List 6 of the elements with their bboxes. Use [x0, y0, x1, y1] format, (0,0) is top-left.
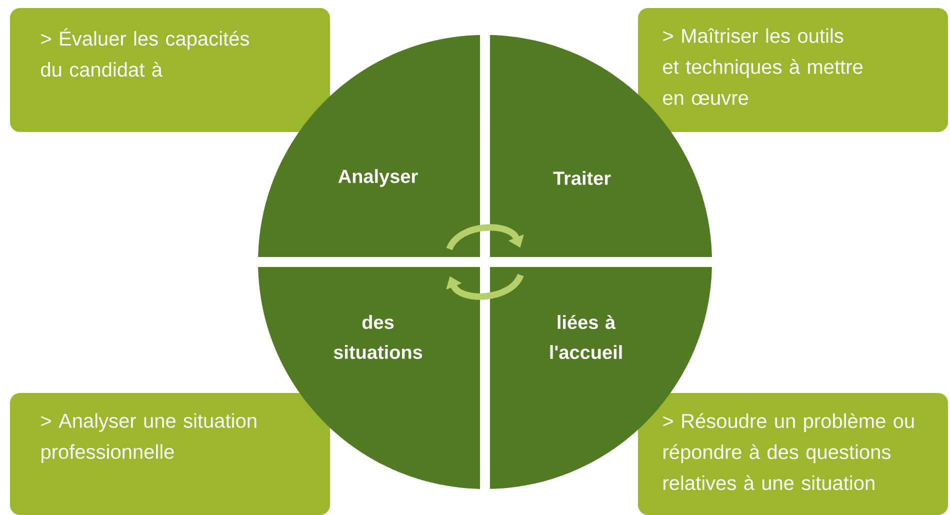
text-box: > Analyser une situation professionnelle [10, 393, 330, 515]
text-box: > Résoudre un problème ou répondre à des questions relatives à une situation [638, 393, 948, 515]
text-box: > Évaluer les capacités du candidat à [10, 8, 330, 132]
text-box: > Maîtriser les outils et techniques à mettre en œuvre [638, 8, 948, 132]
quadrant: des situations [258, 267, 480, 489]
quadrant: Analyser [258, 35, 480, 257]
